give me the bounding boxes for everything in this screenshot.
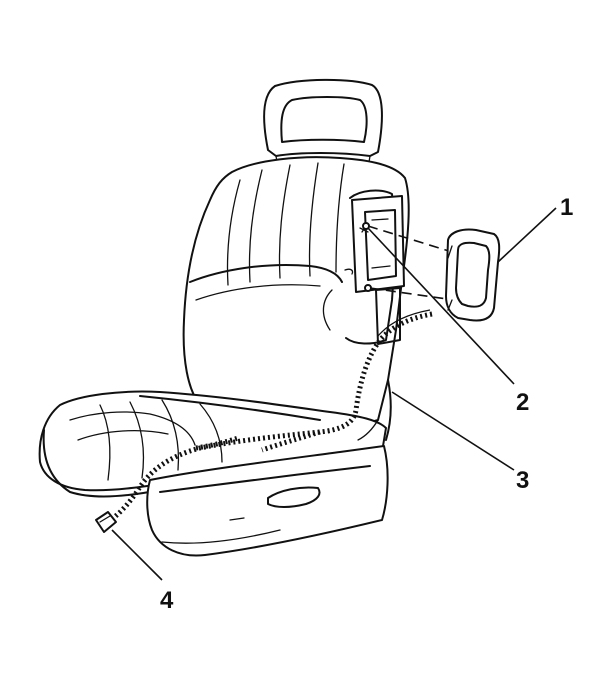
- callout-3: 3: [516, 467, 529, 494]
- callout-leaders: [111, 207, 557, 581]
- seat-cushion: [38, 390, 389, 557]
- seat-frame: [357, 379, 392, 441]
- headrest: [263, 78, 383, 169]
- side-airbag-module: [445, 228, 501, 322]
- callout-2: 2: [516, 389, 529, 416]
- airbag-mounting-bracket: [344, 195, 405, 345]
- callout-4: 4: [160, 587, 174, 614]
- callout-1: 1: [560, 194, 573, 221]
- airbag-fasteners: [362, 222, 455, 301]
- wiring-harness: [106, 309, 433, 525]
- harness-connector: [95, 511, 117, 533]
